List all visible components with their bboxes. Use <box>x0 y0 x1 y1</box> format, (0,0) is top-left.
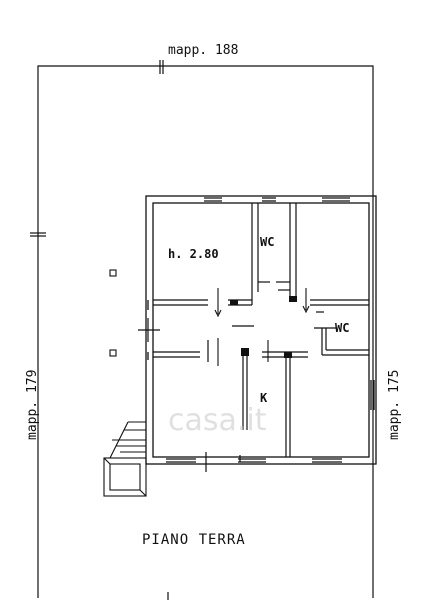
external-stair <box>103 421 147 497</box>
room-label-kitchen: K <box>260 391 268 405</box>
height-note: h. 2.80 <box>168 247 219 261</box>
outdoor-markers <box>109 269 117 357</box>
pillars <box>230 296 297 358</box>
floor-title: PIANO TERRA <box>142 532 246 548</box>
watermark-logo: casa.it <box>168 403 267 438</box>
top-boundary-label: mapp. 188 <box>168 43 238 58</box>
right-boundary-label: mapp. 175 <box>387 370 402 440</box>
room-label-wc-right: WC <box>335 321 349 335</box>
property-boundary <box>30 60 374 600</box>
room-label-wc-upper: WC <box>260 235 274 249</box>
interior-walls <box>138 203 369 472</box>
left-boundary-label: mapp. 179 <box>25 370 40 440</box>
door-arrows <box>214 288 310 366</box>
